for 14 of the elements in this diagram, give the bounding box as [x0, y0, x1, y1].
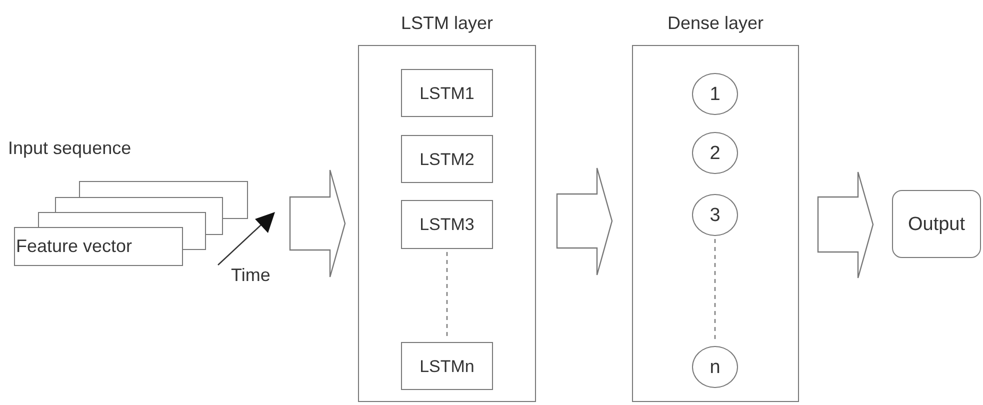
time-label: Time [231, 264, 270, 286]
lstm-cell-box: LSTM3 [401, 200, 493, 249]
lstm-cell-box: LSTMn [401, 342, 493, 390]
layer-heading: Dense layer [666, 12, 765, 35]
block-arrow [289, 169, 346, 278]
dashed-connector [446, 252, 448, 339]
lstm-cell-box: LSTM1 [401, 69, 493, 117]
card-label: Feature vector [16, 235, 132, 258]
block-arrow [817, 171, 874, 279]
output-box: Output [892, 190, 981, 258]
layer-heading: LSTM layer [400, 12, 494, 35]
lstm-cell-box: LSTM2 [401, 135, 493, 183]
block-arrow [556, 167, 613, 276]
sequence-label: Input sequence [8, 137, 132, 159]
